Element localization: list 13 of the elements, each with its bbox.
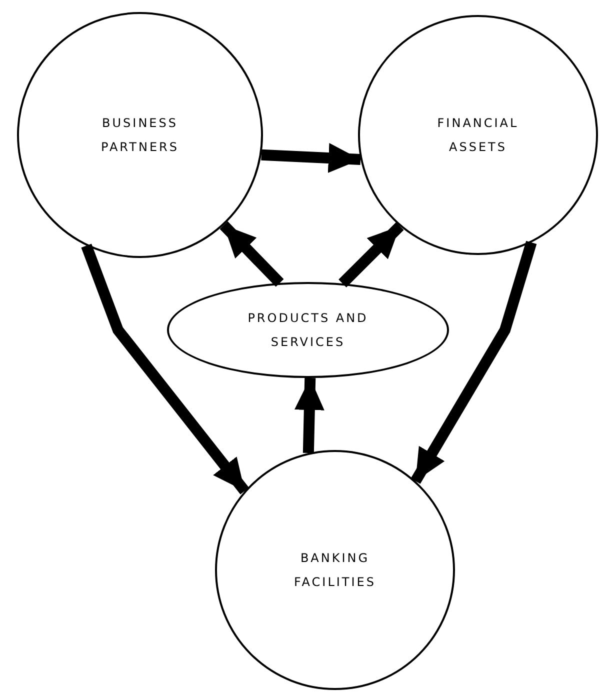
circle-node [215,450,455,690]
circle-node [358,15,598,255]
arrow [81,244,250,494]
arrow [220,221,284,287]
circle-node [17,12,263,258]
arrow [338,222,404,288]
arrow [294,378,324,454]
arrow [261,143,361,173]
ellipse-node [167,282,449,378]
node-label: FINANCIAL ASSETS [436,115,520,156]
node-label: BUSINESS PARTNERS [100,115,180,156]
node-label: BANKING FACILITIES [292,550,377,591]
node-label: PRODUCTS AND SERVICES [246,310,370,351]
